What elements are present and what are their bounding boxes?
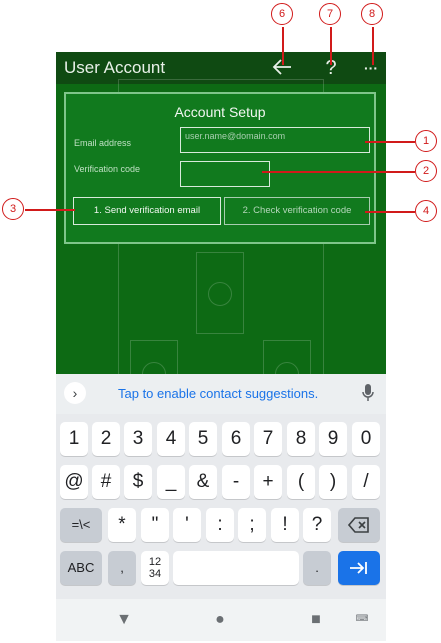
callout-3-line <box>25 209 75 211</box>
key-semicolon[interactable]: ; <box>238 508 266 542</box>
phone-screen: User Account ? ··· Account Setup Email a… <box>56 52 386 641</box>
numpad-bottom-label: 34 <box>148 568 162 580</box>
backspace-key[interactable] <box>338 508 380 542</box>
check-verification-button[interactable]: 2. Check verification code <box>224 197 370 225</box>
numpad-top-label: 12 <box>148 556 162 568</box>
callout-2-line <box>262 171 415 173</box>
key-4[interactable]: 4 <box>157 422 185 456</box>
callout-7: 7 <box>319 3 341 25</box>
key-period[interactable]: . <box>303 551 331 585</box>
key-7[interactable]: 7 <box>254 422 282 456</box>
key-plus[interactable]: + <box>254 465 282 499</box>
key-exclamation[interactable]: ! <box>271 508 299 542</box>
microphone-icon[interactable] <box>358 383 378 405</box>
more-options-icon[interactable]: ··· <box>364 60 378 76</box>
callout-8-line <box>372 27 374 65</box>
callout-8: 8 <box>361 3 383 25</box>
chevron-right-icon[interactable]: › <box>64 382 86 404</box>
key-minus[interactable]: - <box>222 465 250 499</box>
key-0[interactable]: 0 <box>352 422 380 456</box>
help-icon[interactable]: ? <box>325 57 337 79</box>
key-9[interactable]: 9 <box>319 422 347 456</box>
callout-1-line <box>365 141 415 143</box>
keyboard-switch-icon[interactable]: ⌨ <box>355 613 369 623</box>
dialog-title: Account Setup <box>174 104 266 120</box>
tab-next-icon <box>350 562 367 574</box>
key-dollar[interactable]: $ <box>124 465 152 499</box>
key-question[interactable]: ? <box>303 508 331 542</box>
key-5[interactable]: 5 <box>189 422 217 456</box>
callout-7-line <box>330 27 332 65</box>
email-label: Email address <box>74 138 132 148</box>
callout-3: 3 <box>2 198 24 220</box>
suggestion-text[interactable]: Tap to enable contact suggestions. <box>118 386 319 401</box>
verification-code-field[interactable] <box>180 161 270 187</box>
key-more-symbols[interactable]: =\< <box>60 508 102 542</box>
key-single-quote[interactable]: ' <box>173 508 201 542</box>
backspace-icon <box>347 517 369 533</box>
app-title: User Account <box>64 58 166 77</box>
key-1[interactable]: 1 <box>60 422 88 456</box>
key-underscore[interactable]: _ <box>157 465 185 499</box>
space-bar[interactable] <box>173 551 299 585</box>
suggestion-bar: › Tap to enable contact suggestions. <box>56 374 386 414</box>
pitch-box-upper <box>196 252 244 334</box>
back-triangle-icon[interactable]: ▼ <box>116 611 132 628</box>
key-double-quote[interactable]: " <box>141 508 169 542</box>
key-paren-open[interactable]: ( <box>287 465 315 499</box>
account-setup-dialog: Account Setup Email address user.name@do… <box>64 92 376 244</box>
email-placeholder: user.name@domain.com <box>185 131 286 141</box>
verification-code-label: Verification code <box>74 164 141 174</box>
key-numpad[interactable]: 12 34 <box>141 551 169 585</box>
recents-square-icon[interactable]: ■ <box>311 611 321 628</box>
key-asterisk[interactable]: * <box>108 508 136 542</box>
callout-2: 2 <box>415 160 437 182</box>
callout-1: 1 <box>415 130 437 152</box>
key-colon[interactable]: : <box>206 508 234 542</box>
key-ampersand[interactable]: & <box>189 465 217 499</box>
key-slash[interactable]: / <box>352 465 380 499</box>
key-3[interactable]: 3 <box>124 422 152 456</box>
key-at[interactable]: @ <box>60 465 88 499</box>
key-6[interactable]: 6 <box>222 422 250 456</box>
keyboard: › Tap to enable contact suggestions. 1 2… <box>56 374 386 599</box>
callout-4-line <box>365 211 415 213</box>
key-comma[interactable]: , <box>108 551 136 585</box>
callout-6-line <box>282 27 284 65</box>
key-hash[interactable]: # <box>92 465 120 499</box>
email-field[interactable]: user.name@domain.com <box>180 127 370 153</box>
key-paren-close[interactable]: ) <box>319 465 347 499</box>
send-verification-button[interactable]: 1. Send verification email <box>73 197 221 225</box>
pitch-spot-upper <box>208 282 232 306</box>
callout-4: 4 <box>415 200 437 222</box>
key-abc[interactable]: ABC <box>60 551 102 585</box>
home-circle-icon[interactable]: ● <box>215 611 225 628</box>
key-8[interactable]: 8 <box>287 422 315 456</box>
back-arrow-icon[interactable] <box>270 56 294 80</box>
key-2[interactable]: 2 <box>92 422 120 456</box>
enter-key[interactable] <box>338 551 380 585</box>
callout-6: 6 <box>271 3 293 25</box>
system-nav-bar: ▼ ● ■ ⌨ <box>56 599 386 641</box>
